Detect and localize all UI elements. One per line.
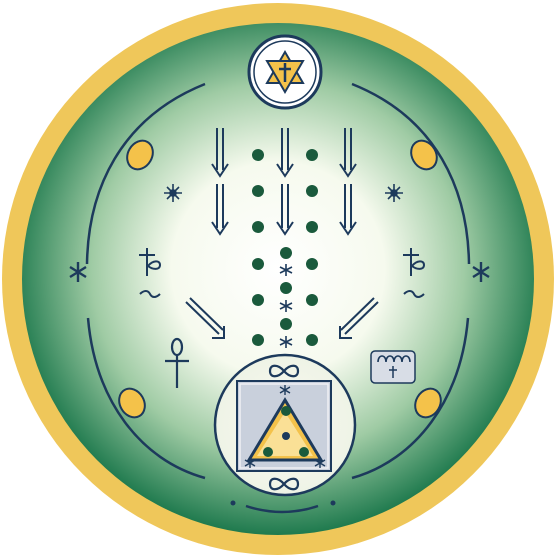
hexagram-with-cross-icon [249, 36, 321, 108]
dome-tile-icon [371, 351, 415, 383]
lower-medallion [215, 355, 355, 495]
